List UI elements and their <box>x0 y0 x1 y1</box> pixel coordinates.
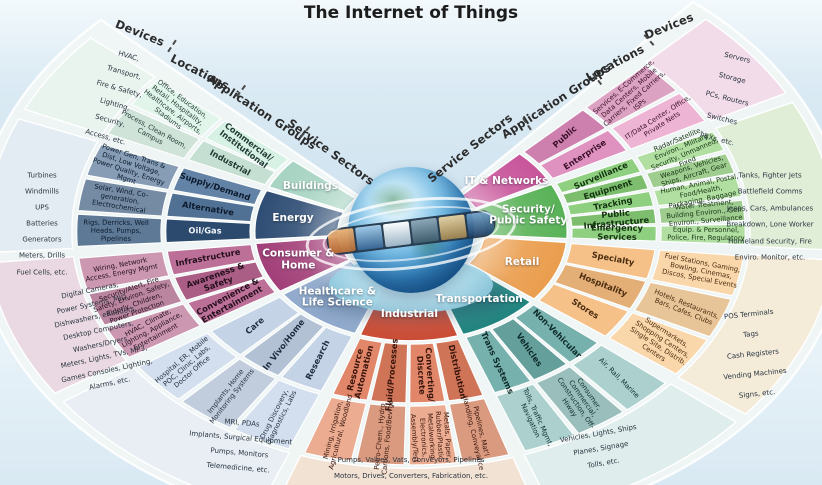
security-location-band <box>658 199 746 224</box>
healthcare-location-band <box>138 332 238 400</box>
healthcare-app-band <box>280 326 353 392</box>
buildings-devices-wedge <box>24 37 156 135</box>
retail-app-band <box>565 243 656 280</box>
healthcare-location-band <box>233 379 321 450</box>
industrial-location-band <box>408 404 458 466</box>
retail-app-band <box>538 283 629 337</box>
retail-app-band <box>554 263 647 310</box>
security-app-band <box>566 190 654 216</box>
energy-app-band <box>165 218 251 244</box>
it-networks-location-band <box>585 65 677 127</box>
healthcare-location-band <box>181 358 277 429</box>
it-networks-location-band <box>611 92 706 150</box>
security-app-band <box>571 225 657 242</box>
energy-app-band <box>172 167 263 206</box>
energy-location-band <box>77 178 169 217</box>
industrial-devices-wedge <box>285 454 527 485</box>
security-location-band <box>660 223 746 245</box>
transportation-app-band <box>491 318 568 381</box>
security-app-band <box>562 173 649 205</box>
consumer-home-app-band <box>166 244 256 276</box>
security-location-band <box>653 176 742 207</box>
retail-location-band <box>608 312 708 375</box>
retail-location-band <box>651 249 745 297</box>
it-networks-app-band <box>539 129 628 180</box>
security-devices-wedge <box>715 101 822 251</box>
transportation-devices-wedge <box>523 383 737 485</box>
retail-devices-wedge <box>677 253 822 415</box>
diagram-title: The Internet of Things <box>303 3 519 23</box>
it-networks-app-band <box>523 109 607 165</box>
security-app-band <box>555 157 642 194</box>
consumer-home-location-band <box>106 303 201 358</box>
consumer-home-app-band <box>187 277 276 325</box>
consumer-home-location-band <box>88 277 183 326</box>
security-location-band <box>645 153 735 189</box>
security-location-band <box>636 131 725 172</box>
industrial-app-band <box>332 337 383 401</box>
transportation-location-band <box>495 383 575 452</box>
transportation-app-band <box>514 304 599 363</box>
consumer-home-location-band <box>78 251 170 292</box>
transportation-location-band <box>572 344 666 411</box>
transportation-location-band <box>535 366 624 435</box>
industrial-location-band <box>304 396 367 462</box>
buildings-location-band <box>130 80 222 138</box>
industrial-app-band <box>370 342 409 404</box>
retail-location-band <box>633 281 732 338</box>
security-app-band <box>569 208 657 227</box>
consumer-home-app-band <box>174 261 264 301</box>
buildings-app-band <box>205 120 290 172</box>
transportation-app-band <box>465 329 532 394</box>
industrial-app-band <box>409 342 446 404</box>
industrial-location-band <box>448 398 510 463</box>
energy-location-band <box>76 213 163 247</box>
industrial-app-band <box>435 338 484 402</box>
energy-location-band <box>86 144 180 191</box>
it-networks-devices-wedge <box>645 18 787 122</box>
healthcare-devices-wedge <box>62 366 291 485</box>
healthcare-app-band <box>210 296 300 356</box>
buildings-app-band <box>188 140 276 186</box>
energy-devices-wedge <box>0 118 99 253</box>
buildings-location-band <box>107 106 201 160</box>
industrial-location-band <box>355 403 407 466</box>
consumer-home-devices-wedge <box>0 256 128 394</box>
energy-app-band <box>166 192 255 223</box>
healthcare-app-band <box>242 313 325 377</box>
